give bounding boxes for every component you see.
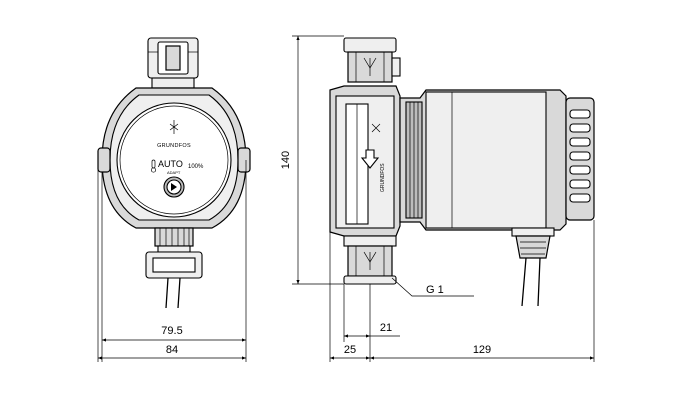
dim-width-outer-label: 84 [166,344,178,356]
front-bottom-nut [145,251,203,279]
side-view: GRUNDFOS [329,37,595,307]
dim-offset-b-label: 25 [344,344,356,356]
motor-end-cap [565,97,595,221]
brand-label: GRUNDFOS [157,143,191,149]
front-face-plate [116,102,232,218]
front-top-nut [147,37,199,89]
side-logo-icon [371,123,381,133]
dim-thread-label: G 1 [426,284,444,296]
control-button-icon [163,176,185,198]
side-cable-gland [511,227,555,307]
front-view: GRUNDFOS AUTO ADAPT 100% [97,37,251,309]
dim-length-label: 129 [473,344,491,356]
side-pump-housing: GRUNDFOS [329,85,401,237]
side-brand-label: GRUNDFOS [380,163,386,192]
front-logo-icon [169,120,179,134]
dimension-lines [97,35,595,362]
dimension-labels: 140 79.5 84 21 25 129 G 1 [161,151,491,356]
front-cable-gland [154,227,194,253]
motor-housing [399,89,567,231]
front-cable [165,277,181,309]
thermometer-icon [150,159,157,173]
front-pump-body [97,87,251,229]
side-cable [521,257,541,307]
dim-width-inner-label: 79.5 [161,325,182,337]
mode-label: AUTO [158,159,183,169]
dim-height-label: 140 [280,151,292,169]
side-bottom-nut [343,235,397,285]
mode-sub-label: ADAPT [167,170,181,175]
dim-offset-a-label: 21 [380,322,392,334]
flow-arrow-icon [360,149,380,169]
percent-label: 100% [188,164,204,170]
side-top-nut [343,37,401,83]
